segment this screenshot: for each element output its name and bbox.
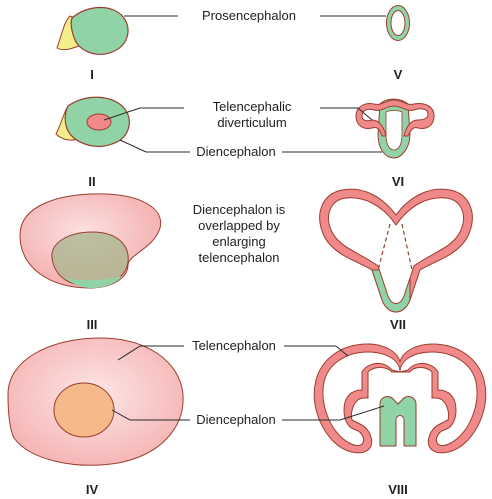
stage-v-figure <box>386 5 410 41</box>
stage-ii-figure <box>55 96 130 147</box>
stage-viii-figure <box>313 343 487 454</box>
stage-label-iii: III <box>87 317 98 332</box>
stage-iii-diencephalon-overlap <box>51 231 129 287</box>
text-labels: Prosencephalon Telencephalic diverticulu… <box>192 8 296 427</box>
stage-vii-figure <box>319 188 473 313</box>
stage-ii-telencephalic-diverticulum <box>86 113 112 131</box>
stage-viii-diencephalon <box>379 396 417 447</box>
stage-label-viii: VIII <box>388 482 408 497</box>
label-telencephalic-line2: diverticulum <box>217 115 286 130</box>
leader-telencephalon-left <box>117 345 141 361</box>
stage-i-prosencephalon <box>70 7 129 55</box>
stage-label-v: V <box>394 67 403 82</box>
note-line-4: telencephalon <box>199 250 280 265</box>
note-line-3: enlarging <box>212 234 266 249</box>
stage-iii-diencephalon-visible <box>66 276 122 288</box>
stage-numerals: I II III IV V VI VII VIII <box>86 67 408 497</box>
leader-lines <box>103 15 386 421</box>
stage-iii-figure <box>19 193 162 289</box>
note-line-1: Diencephalon is <box>193 202 286 217</box>
stage-vii-dashed-right <box>401 223 413 271</box>
note-line-2: overlapped by <box>198 218 280 233</box>
stage-iv-diencephalon <box>53 382 115 438</box>
leader-telencephalon-right-d <box>335 345 349 357</box>
stage-label-ii: II <box>88 174 95 189</box>
stage-iv-figure <box>7 337 184 466</box>
leader-telencephalic-right-d <box>357 107 373 121</box>
leader-diencephalon-bottom-right-d <box>339 405 385 421</box>
stage-label-vi: VI <box>392 174 404 189</box>
stage-label-iv: IV <box>86 482 99 497</box>
stage-i-figure <box>56 7 129 55</box>
leader-diencephalon-left <box>119 139 147 153</box>
label-telencephalon: Telencephalon <box>192 338 276 353</box>
stage-vii-lumen <box>328 197 464 304</box>
label-diencephalon-top: Diencephalon <box>196 144 276 159</box>
leader-telencephalic-left <box>103 107 141 121</box>
label-prosencephalon: Prosencephalon <box>202 8 296 23</box>
stage-vi-lumen <box>385 110 403 151</box>
stage-vi-telencephalon-wall <box>355 99 435 137</box>
stage-vi-figure <box>355 98 435 159</box>
stage-label-vii: VII <box>390 317 406 332</box>
leader-diencephalon-bottom-left <box>111 409 131 421</box>
stage-v-lumen <box>390 10 406 36</box>
label-diencephalon-bottom: Diencephalon <box>196 412 276 427</box>
stage-vii-dashed-left <box>377 223 391 271</box>
stage-label-i: I <box>90 67 94 82</box>
label-telencephalic-line1: Telencephalic <box>213 99 292 114</box>
